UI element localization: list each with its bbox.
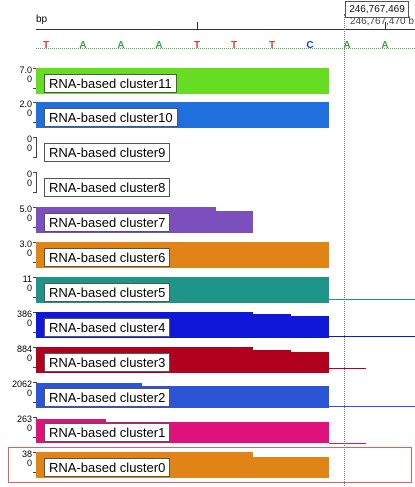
track-max-value: 38 [21, 449, 32, 459]
track-min-value: 0 [26, 248, 32, 258]
track-label[interactable]: RNA-based cluster11 [44, 74, 177, 93]
track-max-value: 884 [16, 344, 32, 354]
track-label[interactable]: RNA-based cluster0 [44, 458, 171, 477]
coverage-bar [291, 316, 329, 338]
cursor-position-readout: 246,767,469 [345, 1, 409, 18]
sequence-base: A [343, 40, 351, 51]
sequence-base: T [268, 40, 276, 51]
sequence-base: T [193, 40, 201, 51]
track-max-value: 386 [16, 309, 32, 319]
track-min-value: 0 [26, 388, 32, 398]
sequence-base: T [230, 40, 238, 51]
track-label[interactable]: RNA-based cluster8 [44, 178, 171, 197]
track-min-value: 0 [26, 143, 32, 153]
sequence-base: A [381, 40, 389, 51]
track-max-value: 5.0 [19, 204, 32, 214]
sequence-base: A [155, 40, 163, 51]
track-y-axis [33, 137, 37, 158]
coverage-bar [253, 314, 291, 338]
coverage-bar [253, 350, 291, 373]
sequence-row [36, 48, 415, 50]
track-min-value: 0 [26, 74, 32, 84]
coverage-bar [142, 386, 329, 408]
coverage-bar [216, 211, 253, 233]
track-max-value: 0 [26, 134, 32, 144]
ruler-tick [385, 22, 386, 29]
sequence-base: C [306, 40, 314, 51]
track-min-value: 0 [26, 423, 32, 433]
coverage-bar [253, 457, 329, 478]
coverage-tail [329, 299, 415, 300]
track-min-value: 0 [26, 318, 32, 328]
track-max-value: 7.0 [19, 65, 32, 75]
selected-track-highlight [8, 447, 412, 483]
track-label[interactable]: RNA-based cluster6 [44, 248, 171, 267]
track-label[interactable]: RNA-based cluster4 [44, 318, 171, 337]
cursor-line[interactable] [344, 14, 345, 486]
track-max-value: 0 [26, 169, 32, 179]
track-max-value: 3.0 [19, 239, 32, 249]
track-label[interactable]: RNA-based cluster5 [44, 283, 171, 302]
track-min-value: 0 [26, 353, 32, 363]
track-label[interactable]: RNA-based cluster9 [44, 143, 171, 162]
track-min-value: 0 [26, 108, 32, 118]
track-label[interactable]: RNA-based cluster1 [44, 423, 171, 442]
ruler-line [36, 29, 415, 30]
track-min-value: 0 [26, 213, 32, 223]
track-min-value: 0 [26, 458, 32, 468]
track-label[interactable]: RNA-based cluster7 [44, 213, 171, 232]
track-min-value: 0 [26, 283, 32, 293]
track-max-value: 2062 [11, 379, 32, 389]
track-y-axis [33, 172, 37, 193]
coverage-tail [329, 406, 415, 407]
track-max-value: 11 [22, 274, 32, 284]
track-max-value: 2.0 [19, 99, 32, 109]
sequence-base: A [79, 40, 87, 51]
sequence-base: T [42, 40, 50, 51]
ruler-left-label: bp [36, 14, 48, 25]
ruler-tick [197, 22, 198, 29]
coverage-bar [291, 352, 329, 373]
track-label[interactable]: RNA-based cluster3 [44, 353, 171, 372]
track-max-value: 263 [16, 414, 32, 424]
coverage-tail [329, 336, 415, 337]
track-label[interactable]: RNA-based cluster2 [44, 388, 171, 407]
track-min-value: 0 [26, 178, 32, 188]
coverage-tail [329, 368, 366, 369]
track-label[interactable]: RNA-based cluster10 [44, 108, 178, 127]
sequence-base: A [117, 40, 125, 51]
coverage-tail [329, 443, 366, 444]
ruler-right-label: 246,767,470 b [350, 16, 414, 27]
